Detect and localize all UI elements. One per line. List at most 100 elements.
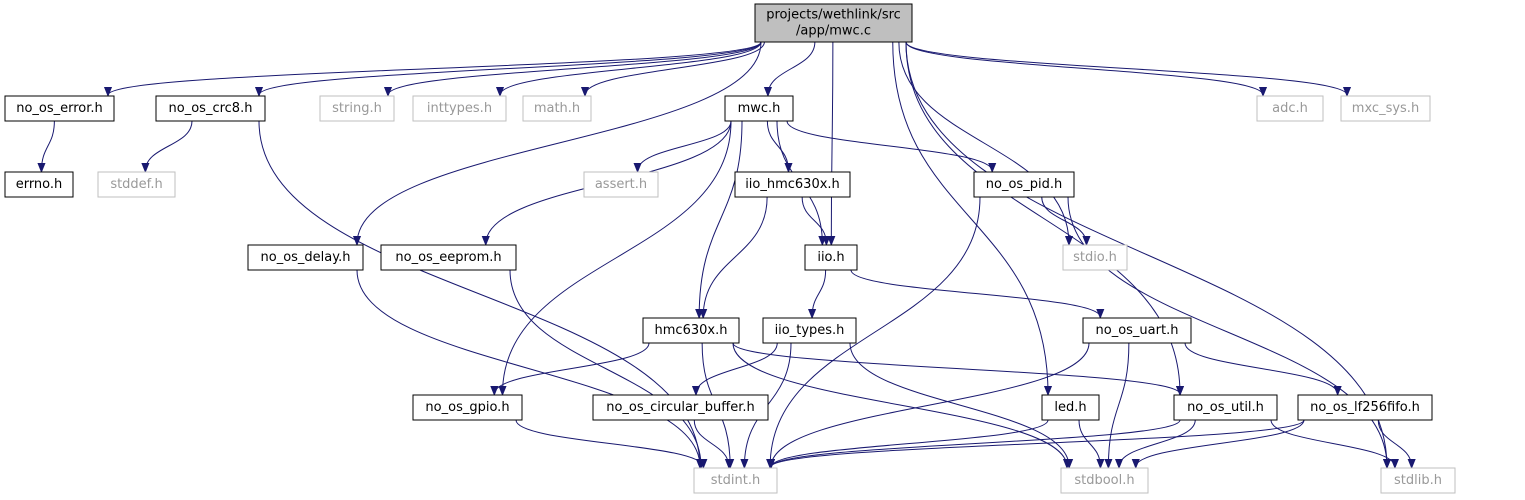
node-no-os-eeprom-h[interactable]: no_os_eeprom.h [380,244,517,271]
node-box [412,394,523,421]
node-label: iio.h [817,250,844,265]
edge-root-to-string_h [388,41,762,95]
edge-mwc_h-to-iio_hmc630x_h [766,120,788,171]
node-label: assert.h [595,177,647,192]
edge-no_os_gpio_h-to-stdint_h [515,419,703,467]
node-label: stdlib.h [1394,473,1442,488]
node-label: no_os_pid.h [986,177,1062,192]
node-math-h[interactable]: math.h [522,95,592,122]
edge-no_os_util_h-to-stdbool_h [1119,419,1196,467]
node-label: no_os_util.h [1187,400,1264,415]
node-no-os-lf256fifo-h[interactable]: no_os_lf256fifo.h [1297,394,1433,421]
node-box [247,244,364,271]
node-box [1062,244,1128,271]
edge-mwc_h-to-no_os_gpio_h [502,120,732,394]
edge-no_os_lf256fifo_h-to-stdbool_h [1136,419,1305,467]
node-box [1082,317,1192,344]
node-no-os-pid-h[interactable]: no_os_pid.h [973,171,1075,198]
node-no-os-circular-buffer-h[interactable]: no_os_circular_buffer.h [592,394,769,421]
node-stdio-h[interactable]: stdio.h [1062,244,1128,271]
node-box [522,95,592,122]
node-no-os-uart-h[interactable]: no_os_uart.h [1082,317,1192,344]
node-mxc-sys-h[interactable]: mxc_sys.h [1340,95,1431,122]
node-label: errno.h [16,177,63,192]
edge-root-to-mwc_h [768,41,816,95]
node-label: iio_hmc630x.h [745,177,840,192]
node-errno-h[interactable]: errno.h [4,171,74,198]
node-root[interactable]: projects/wethlink/src/app/mwc.c [754,3,913,43]
nodes-layer: projects/wethlink/src/app/mwc.c no_os_err… [4,3,1456,494]
node-label: no_os_delay.h [261,250,351,265]
edge-no_os_pid_h-to-stdint_h [770,196,981,467]
node-label: mwc.h [738,101,781,116]
node-no-os-crc8-h[interactable]: no_os_crc8.h [155,95,266,122]
node-iio-h[interactable]: iio.h [804,244,858,271]
node-box [4,171,74,198]
node-box [97,171,176,198]
node-stddef-h[interactable]: stddef.h [97,171,176,198]
node-label: no_os_uart.h [1096,323,1179,338]
node-label: stdint.h [711,473,760,488]
node-no-os-error-h[interactable]: no_os_error.h [4,95,115,122]
edge-no_os_lf256fifo_h-to-stdint_h [771,419,1305,467]
node-label: string.h [332,101,382,116]
node-assert-h[interactable]: assert.h [583,171,659,198]
node-box [1173,394,1278,421]
node-box [1297,394,1433,421]
node-label: iio_types.h [775,323,845,338]
edge-no_os_crc8_h-to-stddef_h [145,120,193,171]
edge-root-to-iio_h [831,41,833,244]
node-label: no_os_eeprom.h [395,250,501,265]
node-box [592,394,769,421]
node-label: math.h [534,101,580,116]
node-label: no_os_lf256fifo.h [1310,400,1420,415]
edge-root-to-stdlib_h [905,41,1387,467]
edge-root-to-stdio_h [898,41,1069,244]
node-box [380,244,517,271]
edge-iio_types_h-to-stdbool_h [849,342,1069,467]
edge-mwc_h-to-no_os_pid_h [786,120,992,171]
node-led-h[interactable]: led.h [1041,394,1100,421]
node-label: no_os_error.h [16,101,103,116]
node-no-os-delay-h[interactable]: no_os_delay.h [247,244,364,271]
node-label: inttypes.h [427,101,492,116]
node-label: hmc630x.h [655,323,728,338]
node-stdlib-h[interactable]: stdlib.h [1380,467,1456,494]
node-stdbool-h[interactable]: stdbool.h [1060,467,1149,494]
node-label: no_os_crc8.h [169,101,253,116]
edge-root-to-no_os_delay_h [357,41,762,244]
edge-no_os_uart_h-to-stdint_h [771,342,1090,467]
edge-root-to-mxc_sys_h [905,41,1347,95]
node-hmc630x-h[interactable]: hmc630x.h [642,317,740,344]
node-box [724,95,794,122]
edge-mwc_h-to-assert_h [638,120,732,171]
node-stdint-h[interactable]: stdint.h [693,467,778,494]
node-label: no_os_circular_buffer.h [606,400,755,415]
edge-no_os_uart_h-to-no_os_lf256fifo_h [1184,342,1338,394]
node-adc-h[interactable]: adc.h [1256,95,1324,122]
node-iio-types-h[interactable]: iio_types.h [762,317,857,344]
node-label: stddef.h [110,177,162,192]
edge-no_os_error_h-to-errno_h [41,120,55,171]
edge-iio_h-to-iio_types_h [812,269,827,317]
edge-no_os_util_h-to-stdint_h [771,419,1181,467]
edge-root-to-inttypes_h [500,41,762,95]
node-iio-hmc630x-h[interactable]: iio_hmc630x.h [734,171,851,198]
node-label: led.h [1054,400,1086,415]
node-box [4,95,115,122]
edge-hmc630x_h-to-stdbool_h [732,342,1067,467]
node-box [754,3,913,43]
node-box [412,95,507,122]
node-inttypes-h[interactable]: inttypes.h [412,95,507,122]
node-mwc-h[interactable]: mwc.h [724,95,794,122]
edge-root-to-adc_h [905,41,1263,95]
edge-root-to-no_os_error_h [108,41,762,95]
node-no-os-gpio-h[interactable]: no_os_gpio.h [412,394,523,421]
edge-root-to-no_os_crc8_h [259,41,762,95]
node-no-os-util-h[interactable]: no_os_util.h [1173,394,1278,421]
node-label: stdbool.h [1074,473,1134,488]
node-box [693,467,778,494]
edge-iio_h-to-no_os_uart_h [850,269,1100,317]
node-string-h[interactable]: string.h [319,95,395,122]
